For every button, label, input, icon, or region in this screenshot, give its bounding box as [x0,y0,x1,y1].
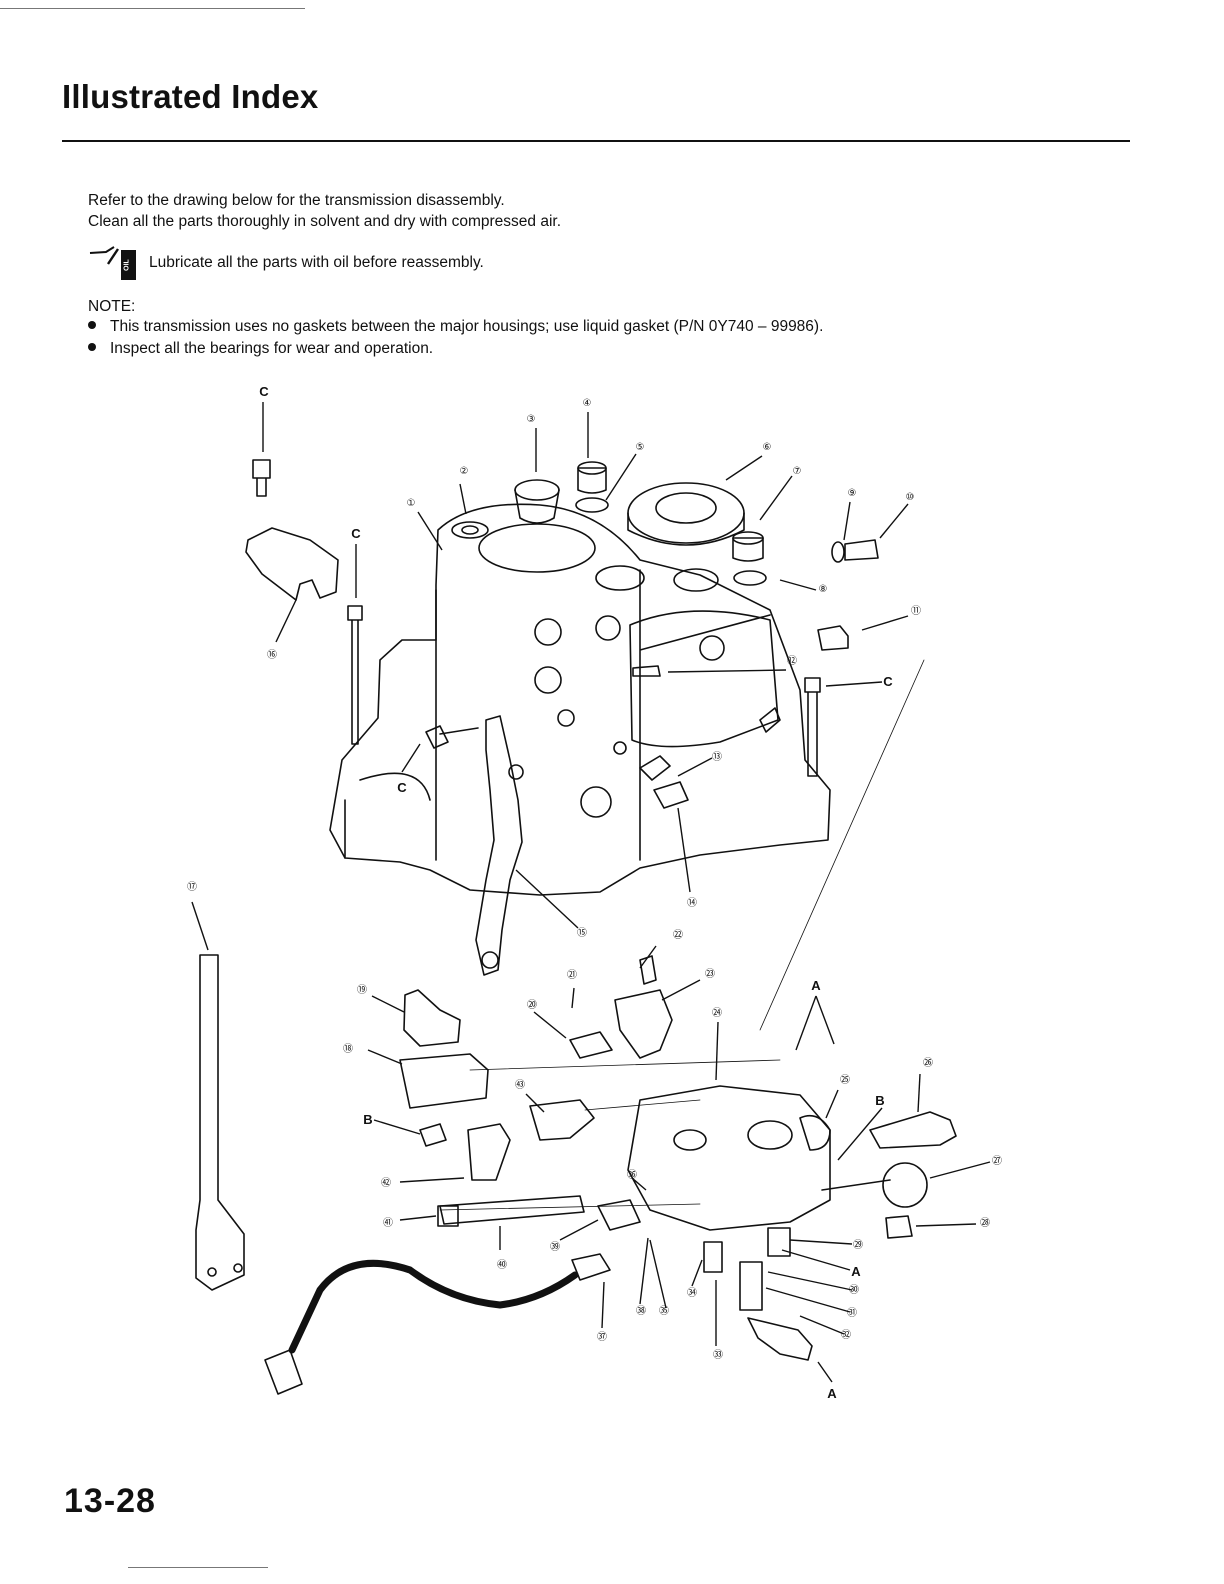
callout-28: ㉘ [980,1217,990,1229]
page-title: Illustrated Index [62,78,319,115]
oil-icon-text: OIL [124,258,131,270]
transmission-housing [329,503,831,896]
bullet-dot [88,320,96,329]
callout-23: ㉓ [705,968,715,980]
shift-shaft [439,1195,585,1225]
shift-housing [627,1085,831,1231]
callout-26: ㉖ [923,1057,933,1069]
callout-11: ⑪ [911,605,921,617]
callout-7: ⑦ [793,466,802,477]
label-c: C [259,384,269,399]
callout-32: ㉜ [841,1329,851,1341]
bottom-rule-fragment [128,1567,268,1568]
callout-17: ⑰ [187,881,197,893]
callout-37: ㊲ [597,1331,607,1343]
callout-34: ㉞ [687,1287,697,1299]
bullet-dot [88,342,96,351]
callout-25: ㉕ [840,1074,850,1086]
callout-5: ⑤ [636,442,645,453]
label-c: C [397,780,407,795]
label-c: C [351,526,361,541]
shift-arm [475,715,523,976]
callout-38: ㊳ [636,1305,646,1317]
callout-39: ㊴ [550,1241,560,1253]
wire-harness [288,1259,579,1354]
top-rule-fragment [0,8,305,9]
callout-29: ㉙ [853,1239,863,1251]
label-a: A [811,978,821,993]
callout-43: ㊸ [515,1079,525,1091]
intro-line-2: Clean all the parts thoroughly in solven… [88,213,561,230]
stiffener-bracket [195,954,245,1291]
callout-8: ⑧ [819,584,828,595]
lube-note: Lubricate all the parts with oil before … [149,254,484,271]
callout-42: ㊷ [381,1177,391,1189]
label-a: A [827,1386,837,1401]
callout-35: ㉟ [659,1305,669,1317]
callout-1: ① [407,498,416,509]
callout-27: ㉗ [992,1155,1002,1167]
callout-22: ㉒ [673,929,683,941]
callout-30: ㉚ [849,1284,859,1296]
callout-13: ⑬ [712,751,722,763]
callout-18: ⑱ [343,1043,353,1055]
seal-part [627,482,745,544]
label-a: A [851,1264,861,1279]
callout-21: ㉑ [567,969,577,981]
callout-12: ⑫ [787,655,797,667]
callout-4: ④ [583,398,592,409]
callout-24: ㉔ [712,1007,722,1019]
callout-6: ⑥ [763,442,772,453]
callout-31: ㉛ [847,1307,857,1319]
bullet-text: This transmission uses no gaskets betwee… [110,318,824,335]
title-rule [62,140,1130,142]
bracket-part [245,527,339,601]
callout-41: ㊶ [383,1217,393,1229]
label-c: C [883,674,893,689]
callout-33: ㉝ [713,1349,723,1361]
page-number: 13-28 [64,1482,156,1520]
callout-36: ㊱ [627,1169,637,1181]
callout-20: ⑳ [527,999,537,1011]
label-b: B [363,1112,372,1127]
callout-10: ⑩ [906,492,915,503]
callout-15: ⑮ [577,927,587,939]
label-b: B [875,1093,884,1108]
callout-3: ③ [527,414,536,425]
callout-2: ② [460,466,469,477]
bullet-item: This transmission uses no gaskets betwee… [88,318,823,336]
callout-16: ⑯ [267,649,277,661]
note-label: NOTE: [88,298,136,315]
callout-9: ⑨ [848,488,857,499]
callout-19: ⑲ [357,984,367,996]
bullet-text: Inspect all the bearings for wear and op… [110,340,434,357]
callout-40: ㊵ [497,1259,507,1271]
oil-can-icon: OIL [89,246,136,280]
callout-14: ⑭ [687,897,697,909]
intro-line-1: Refer to the drawing below for the trans… [88,192,505,209]
transmission-exploded-diagram: ① ② ③ ④ ⑤ ⑥ ⑦ ⑧ ⑨ ⑩ ⑪ ⑫ ⑬ ⑭ ⑮ ⑯ ⑰ ⑱ ⑲ ⑳ … [187,384,1002,1401]
bullet-item: Inspect all the bearings for wear and op… [88,340,433,358]
